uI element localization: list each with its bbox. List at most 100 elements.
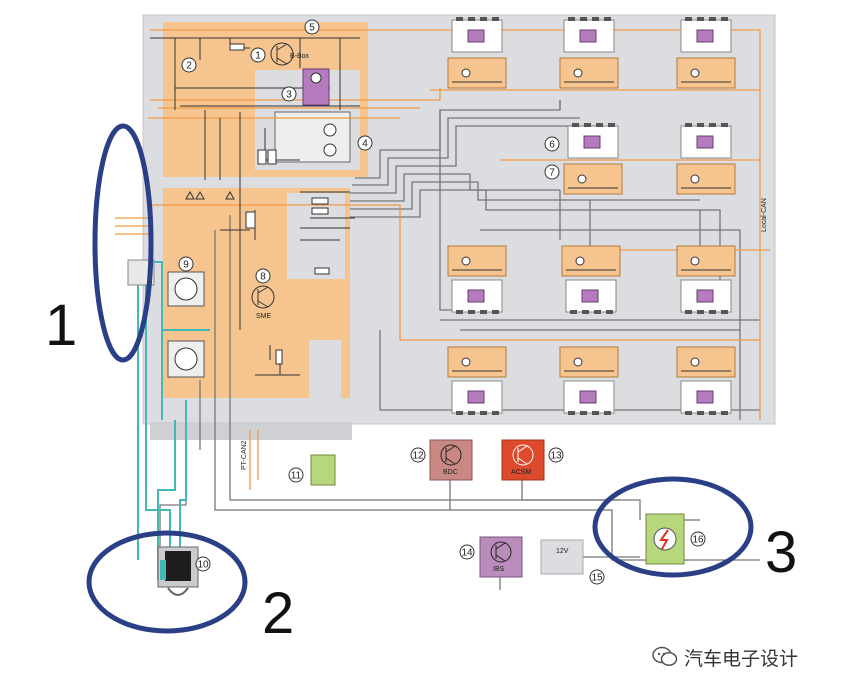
bdc-transistor-icon (440, 444, 462, 466)
cell-module-controller (676, 57, 736, 89)
callout-circle (544, 136, 560, 152)
callout-circle (181, 57, 197, 73)
callout-number: 4 (362, 139, 368, 150)
cell-module-controller (676, 163, 736, 195)
precharge-resistor-1 (311, 197, 329, 205)
precharge-resistor-3 (314, 267, 330, 275)
cell-module-sensor (467, 390, 485, 404)
cell-module-controller (563, 163, 623, 195)
cell-terminal (480, 17, 487, 21)
watermark: 汽车电子设计 (652, 643, 798, 671)
callout-circle (178, 256, 194, 272)
component-label: SME (256, 313, 272, 320)
cell-terminal (608, 123, 615, 127)
callout-number: 10 (197, 560, 209, 571)
callout-circle (544, 164, 560, 180)
highlight-ellipse-2[interactable] (86, 530, 248, 634)
callout-number: 8 (260, 272, 266, 283)
cell-terminal (456, 411, 463, 415)
resistor-1 (229, 43, 245, 51)
cell-terminal (592, 17, 599, 21)
cell-module-transistor-icon (577, 174, 587, 184)
gray-wire (379, 330, 760, 411)
cell-terminal (580, 17, 587, 21)
callout-number: 6 (549, 140, 555, 151)
component-label: IBS (493, 566, 505, 573)
cell-terminal (594, 310, 601, 314)
wechat-icon (652, 646, 678, 666)
cell-terminal (570, 310, 577, 314)
cell-module-transistor-icon (690, 357, 700, 367)
pack-lower-lip (150, 422, 352, 440)
battery-12v (540, 539, 584, 575)
callout-number: 1 (255, 51, 261, 62)
fuse-box-lower (309, 340, 341, 420)
callout-number: 3 (286, 90, 292, 101)
cell-terminal (604, 17, 611, 21)
shunt-resistor (245, 211, 256, 229)
cell-terminal (721, 17, 728, 21)
service-disconnect-plug (165, 551, 191, 581)
local-can-label: Local-CAN (761, 198, 768, 232)
highlight-ellipse-3[interactable] (592, 476, 754, 578)
cell-module-sensor (467, 29, 485, 43)
callout-number: 16 (692, 535, 704, 546)
cell-terminal (721, 411, 728, 415)
cell-terminal (468, 411, 475, 415)
cell-module-transistor-icon (575, 256, 585, 266)
cell-module-controller (676, 245, 736, 277)
cell-terminal (596, 123, 603, 127)
component-label: B-Box (290, 53, 310, 60)
switch-sensor-icon (174, 347, 198, 371)
callout-number: 2 (186, 61, 192, 72)
callout-circle (459, 544, 475, 560)
inner-measurement-box (274, 111, 351, 163)
cell-module (561, 245, 621, 314)
cell-terminal (697, 17, 704, 21)
triangle-sensor-icon (174, 277, 198, 301)
callout-circle (548, 447, 564, 463)
component-label: 12V (556, 548, 569, 555)
cell-terminal (697, 123, 704, 127)
gray-wire (352, 117, 580, 186)
cell-terminal (709, 310, 716, 314)
cell-module-grid (447, 17, 736, 415)
gray-wire (229, 215, 620, 501)
cell-module-transistor-icon (461, 256, 471, 266)
cell-module (676, 245, 736, 314)
cell-module-controller (676, 346, 736, 378)
cell-module-stack (451, 279, 503, 313)
lightning-icon (653, 527, 677, 551)
callout-circle (410, 447, 426, 463)
cell-module-controller (559, 57, 619, 89)
component-11-module (310, 454, 336, 486)
callout-number: 14 (461, 548, 473, 559)
warning-triangle-icon (185, 190, 195, 200)
acsm-transistor-icon (512, 444, 534, 466)
cell-terminal (468, 17, 475, 21)
cell-terminal (709, 123, 716, 127)
callout-circle (250, 47, 266, 63)
precharge-resistor-2 (311, 207, 329, 215)
callout-circle (288, 467, 304, 483)
teal-wire (150, 261, 210, 331)
cell-module (676, 123, 736, 195)
warning-triangle-icon-3 (225, 190, 235, 200)
cell-terminal (480, 310, 487, 314)
cell-terminal (709, 411, 716, 415)
cell-module-transistor-icon (690, 174, 700, 184)
cell-terminal (721, 123, 728, 127)
cell-terminal (685, 17, 692, 21)
cell-module (447, 17, 507, 89)
cell-module-sensor (583, 135, 601, 149)
cell-terminal (685, 123, 692, 127)
gray-wire (521, 480, 641, 520)
highlight-ellipse-1[interactable] (92, 123, 154, 363)
cell-module-transistor-icon (573, 68, 583, 78)
cell-module-sensor (696, 390, 714, 404)
cell-module (559, 17, 619, 89)
callout-circle (255, 268, 271, 284)
callout-number: 7 (549, 168, 555, 179)
callout-circle (281, 86, 297, 102)
